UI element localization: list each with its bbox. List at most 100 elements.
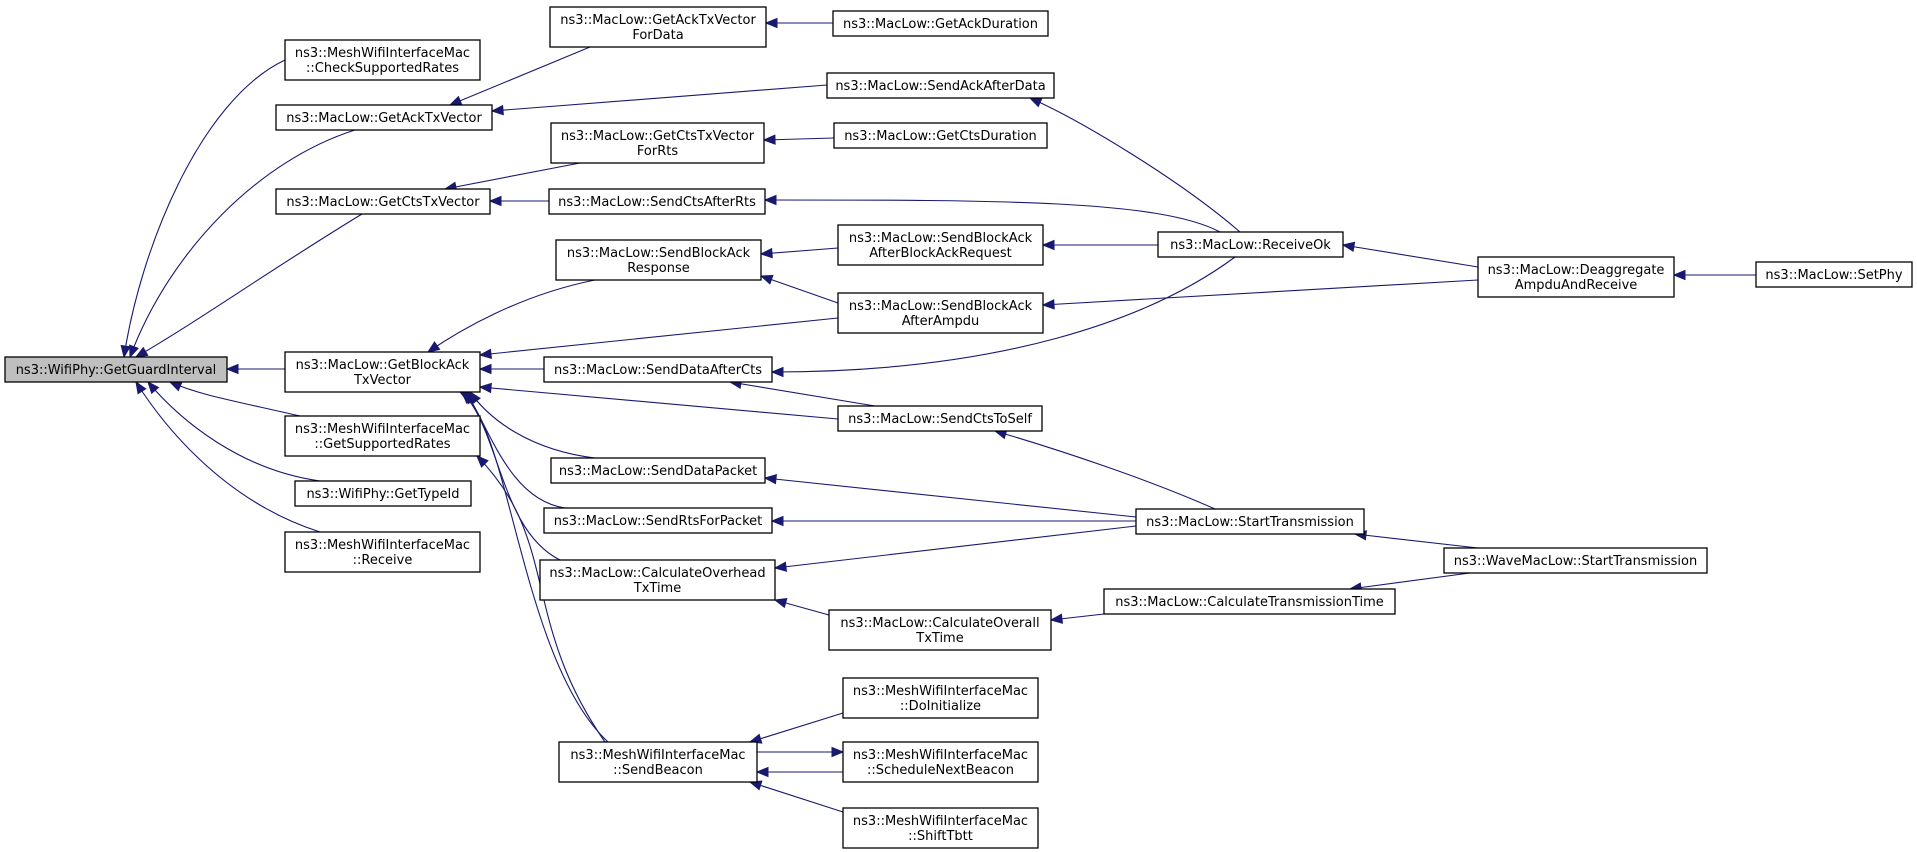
edge-deaggregateampdu-to-receiveok: [1341, 241, 1479, 268]
edge-line: [1349, 572, 1471, 590]
node-box: [549, 6, 767, 48]
edge-senddataafterctx-to-getblockacktxvector: [478, 363, 544, 375]
node-label: ns3::MeshWifiInterfaceMac: [295, 538, 470, 553]
arrowhead: [476, 455, 489, 468]
edge-line: [994, 430, 1216, 510]
node-calculatetransmissiontime[interactable]: ns3::MacLow::CalculateTransmissionTime: [1103, 588, 1396, 615]
arrowhead: [1049, 613, 1064, 624]
edge-calculatetransmissiontime-to-calculateoveralltxtime: [1049, 613, 1105, 624]
node-label: ns3::MacLow::GetAckTxVector: [286, 111, 482, 126]
node-box: [284, 415, 481, 457]
node-label: ns3::MacLow::GetBlockAck: [296, 358, 470, 373]
edge-line: [449, 46, 591, 106]
edge-line: [169, 381, 301, 417]
edge-line: [491, 84, 828, 112]
node-box: [1477, 256, 1675, 298]
arrowhead: [458, 391, 473, 403]
node-box: [833, 122, 1048, 149]
node-label: ns3::MacLow::CalculateOverall: [840, 616, 1039, 631]
node-box: [294, 480, 472, 507]
edge-deaggregateampdu-to-sendblockackafterampdu: [1041, 279, 1479, 310]
arrowhead: [763, 194, 777, 206]
node-label: TxTime: [633, 581, 681, 596]
node-box: [558, 741, 758, 783]
node-getacktxvector[interactable]: ns3::MacLow::GetAckTxVector: [275, 104, 493, 131]
edge-sendblockackresponse-to-getblockacktxvector: [426, 279, 596, 353]
edge-schedulenextbeacon-to-sendbeacon: [755, 766, 843, 778]
node-label: ::Receive: [353, 553, 413, 568]
node-getctstxvector[interactable]: ns3::MacLow::GetCtsTxVector: [275, 188, 491, 215]
node-getsupportedrates[interactable]: ns3::MeshWifiInterfaceMac::GetSupportedR…: [284, 415, 481, 457]
node-label: ns3::MeshWifiInterfaceMac: [853, 748, 1028, 763]
node-getguardinterval[interactable]: ns3::WifiPhy::GetGuardInterval: [4, 356, 228, 383]
edge-line: [1029, 97, 1241, 233]
node-label: ns3::MacLow::SendCtsToSelf: [848, 412, 1032, 427]
node-doinitialize[interactable]: ns3::MeshWifiInterfaceMac::DoInitialize: [842, 677, 1039, 719]
node-box: [1443, 547, 1708, 574]
node-shifttbtt[interactable]: ns3::MeshWifiInterfaceMac::ShiftTbtt: [842, 807, 1039, 849]
node-starttransmission[interactable]: ns3::MacLow::StartTransmission: [1135, 508, 1365, 535]
node-senddataafterctx[interactable]: ns3::MacLow::SendDataAfterCts: [543, 356, 773, 383]
edge-line: [135, 381, 321, 533]
edge-getctstxvectorforrts-to-getctstxvector: [443, 162, 581, 192]
node-label: AfterBlockAckRequest: [869, 246, 1012, 261]
edge-setphy-to-deaggregateampdu: [1672, 269, 1756, 281]
node-box: [826, 72, 1055, 99]
node-label: ns3::MacLow::GetAckDuration: [843, 17, 1038, 32]
node-box: [4, 356, 228, 383]
arrowhead: [763, 473, 777, 485]
node-label: ns3::MeshWifiInterfaceMac: [295, 46, 470, 61]
arrowhead: [1041, 299, 1055, 310]
node-label: ns3::MacLow::SendAckAfterData: [835, 79, 1045, 94]
node-box: [837, 405, 1043, 432]
node-label: AmpduAndReceive: [1515, 278, 1638, 293]
node-box: [275, 188, 491, 215]
node-label: ns3::MeshWifiInterfaceMac: [853, 814, 1028, 829]
node-sendblockackafterbar[interactable]: ns3::MacLow::SendBlockAckAfterBlockAckRe…: [837, 224, 1044, 266]
arrowhead: [478, 382, 492, 394]
node-sendackafterdata[interactable]: ns3::MacLow::SendAckAfterData: [826, 72, 1055, 99]
arrowhead: [762, 134, 776, 145]
node-sendrtsforpacket[interactable]: ns3::MacLow::SendRtsForPacket: [543, 507, 773, 534]
edge-getctsduration-to-getctstxvectorforrts: [762, 134, 835, 145]
node-gettypeid[interactable]: ns3::WifiPhy::GetTypeId: [294, 480, 472, 507]
arrowhead: [488, 195, 502, 207]
node-label: ns3::MacLow::ReceiveOk: [1170, 238, 1331, 253]
node-label: AfterAmpdu: [902, 314, 980, 329]
nodes-layer: ns3::WifiPhy::GetGuardIntervalns3::MeshW…: [4, 6, 1913, 849]
arrowhead: [1028, 97, 1043, 108]
edge-line: [774, 525, 1137, 569]
node-sendctstoself[interactable]: ns3::MacLow::SendCtsToSelf: [837, 405, 1043, 432]
edge-getblockacktxvector-to-getguardinterval: [225, 363, 285, 375]
node-sendctsafterrts[interactable]: ns3::MacLow::SendCtsAfterRts: [548, 188, 766, 215]
node-schedulenextbeacon[interactable]: ns3::MeshWifiInterfaceMac::ScheduleNextB…: [842, 741, 1039, 783]
node-checksupportedrates[interactable]: ns3::MeshWifiInterfaceMac::CheckSupporte…: [284, 39, 481, 81]
edge-line: [479, 317, 839, 356]
node-box: [842, 807, 1039, 849]
node-label: ns3::MacLow::CalculateTransmissionTime: [1115, 595, 1384, 610]
edge-senddatapacket-to-getblockacktxvector: [469, 390, 596, 459]
node-box: [1157, 231, 1344, 258]
node-box: [548, 188, 766, 215]
node-receiveok[interactable]: ns3::MacLow::ReceiveOk: [1157, 231, 1344, 258]
node-wavestarttransmission[interactable]: ns3::WaveMacLow::StartTransmission: [1443, 547, 1708, 574]
node-sendbeacon[interactable]: ns3::MeshWifiInterfaceMac::SendBeacon: [558, 741, 758, 783]
edge-getacktxvector-to-getguardinterval: [129, 129, 356, 359]
arrowhead: [759, 247, 773, 259]
node-getctsduration[interactable]: ns3::MacLow::GetCtsDuration: [833, 122, 1048, 149]
arrowhead: [120, 344, 131, 359]
node-setphy[interactable]: ns3::MacLow::SetPhy: [1755, 261, 1913, 288]
node-getackduration[interactable]: ns3::MacLow::GetAckDuration: [832, 10, 1049, 37]
node-senddatapacket[interactable]: ns3::MacLow::SendDataPacket: [550, 457, 766, 484]
edge-doinitialize-to-sendbeacon: [748, 712, 844, 744]
edge-getackduration-to-getacktxvectorfordata: [764, 17, 833, 29]
node-meshreceive[interactable]: ns3::MeshWifiInterfaceMac::Receive: [284, 531, 481, 573]
